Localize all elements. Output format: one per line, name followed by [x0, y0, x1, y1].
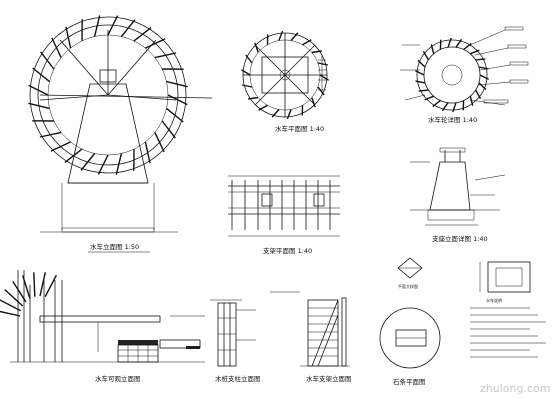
paddle-blade — [417, 59, 426, 68]
paddle-blade — [418, 89, 429, 92]
post-elevation-title: 木桩支柱立面图 — [215, 374, 261, 383]
wheel-detail-title: 水车轮详图 1:40 — [428, 115, 477, 124]
paddle-blade — [145, 38, 166, 49]
paddle-blade — [32, 67, 50, 83]
paddle-blade — [317, 86, 325, 96]
paddle-blade — [319, 74, 330, 81]
water-elevation-view: 水车可观立面图 — [0, 270, 205, 383]
paddle-blade — [455, 38, 463, 48]
paddle-blade — [248, 96, 259, 100]
wheel-detail-view: 水车轮详图 1:40 — [400, 26, 529, 124]
paddle-blade — [475, 58, 486, 61]
paddle-blade — [39, 272, 46, 297]
paddle-blade — [97, 154, 109, 175]
bottom-wheel-paddles — [0, 272, 58, 317]
paddle-blade — [167, 94, 188, 106]
paddle-blade — [441, 102, 449, 112]
paddle-blade — [33, 272, 36, 297]
paddle-blade — [40, 51, 55, 70]
paddle-blade — [254, 42, 259, 53]
paddle-blade — [302, 39, 312, 46]
paddle-blade — [166, 107, 184, 123]
small-detail-title: 平面大样图 — [398, 283, 418, 289]
stone-plan-view: 石条平面图 — [379, 307, 441, 386]
paddle-blade — [80, 153, 96, 171]
support-section-title: 支座立面详图 1:40 — [432, 234, 488, 243]
paddle-blade — [474, 89, 482, 99]
paddle-blade — [469, 96, 474, 106]
paddle-blade — [50, 141, 71, 152]
support-plan-view: 支架平面图 1:40 — [228, 175, 340, 255]
paddle-blade — [317, 62, 329, 66]
paddle-blade — [4, 289, 24, 307]
paddle-blade — [311, 97, 316, 108]
wheel-plan-title: 水车平面图 1:40 — [275, 124, 324, 133]
paddle-blade — [51, 37, 62, 58]
paddle-blade — [28, 102, 50, 110]
frame-elevation-title: 水车支架立面图 — [306, 374, 352, 383]
paddle-blade — [240, 69, 251, 76]
support-plan-title: 支架平面图 1:40 — [263, 246, 312, 255]
post-elevation-view: 木桩支柱立面图 — [170, 299, 261, 383]
notes-block-title: 水车说明 — [486, 297, 502, 303]
paddle-blade — [115, 153, 123, 175]
water-elevation-title: 水车可观立面图 — [95, 374, 141, 383]
paddle-blade — [311, 50, 322, 54]
paddle-blade — [290, 32, 299, 41]
paddle-blade — [154, 52, 177, 59]
paddle-blade — [120, 19, 136, 37]
paddle-blade — [133, 27, 152, 42]
paddle-blade — [64, 148, 83, 163]
paddle-blade — [286, 109, 292, 120]
paddle-blade — [93, 15, 101, 37]
wheel-plan-view: 水车平面图 1:40 — [240, 30, 330, 133]
paddle-blade — [271, 109, 280, 118]
paddle-blade — [144, 141, 151, 164]
paddle-blade — [39, 131, 62, 138]
paddle-blade — [28, 84, 49, 96]
paddle-blade — [414, 69, 425, 76]
paddle-blade — [452, 102, 457, 113]
paddle-blade — [470, 49, 480, 55]
paddle-blade — [0, 310, 21, 317]
paddle-blade — [479, 74, 490, 81]
paddle-blade — [65, 26, 72, 49]
paddle-blade — [154, 132, 165, 153]
paddle-blade — [432, 99, 441, 108]
paddle-blade — [478, 82, 487, 91]
paddle-blade — [245, 54, 253, 64]
paddle-blade — [463, 42, 472, 51]
paddle-blade — [166, 80, 188, 88]
main-elevation-title: 水车立面图 1:50 — [90, 242, 139, 251]
paddle-blade — [430, 44, 435, 54]
notes-text-lines — [470, 307, 546, 358]
detail-wheel-paddles — [414, 37, 490, 113]
paddle-blade — [161, 120, 176, 139]
stone-plan-title: 石条平面图 — [393, 377, 426, 386]
paddle-blade — [44, 274, 58, 298]
small-detail-view: 平面大样图 — [397, 257, 423, 289]
notes-block-view: 水车说明 — [470, 261, 546, 358]
watermark-text: zhulong.com — [480, 382, 550, 395]
frame-elevation-view: 水车支架立面图 — [270, 291, 352, 383]
paddle-blade — [415, 80, 426, 84]
paddle-blade — [424, 95, 434, 101]
plan-wheel-paddles — [240, 30, 330, 120]
paddle-blade — [0, 299, 22, 312]
support-section-view: 支座立面详图 1:40 — [410, 147, 506, 243]
paddle-blade — [422, 51, 430, 61]
paddle-blade — [107, 15, 119, 36]
paddle-blade — [258, 104, 268, 111]
paddle-blade — [241, 84, 253, 88]
wheel-paddles — [28, 15, 188, 175]
paddle-blade — [447, 37, 452, 48]
main-elevation-view: 水车立面图 1:50 — [28, 15, 213, 253]
paddle-blade — [278, 30, 284, 41]
